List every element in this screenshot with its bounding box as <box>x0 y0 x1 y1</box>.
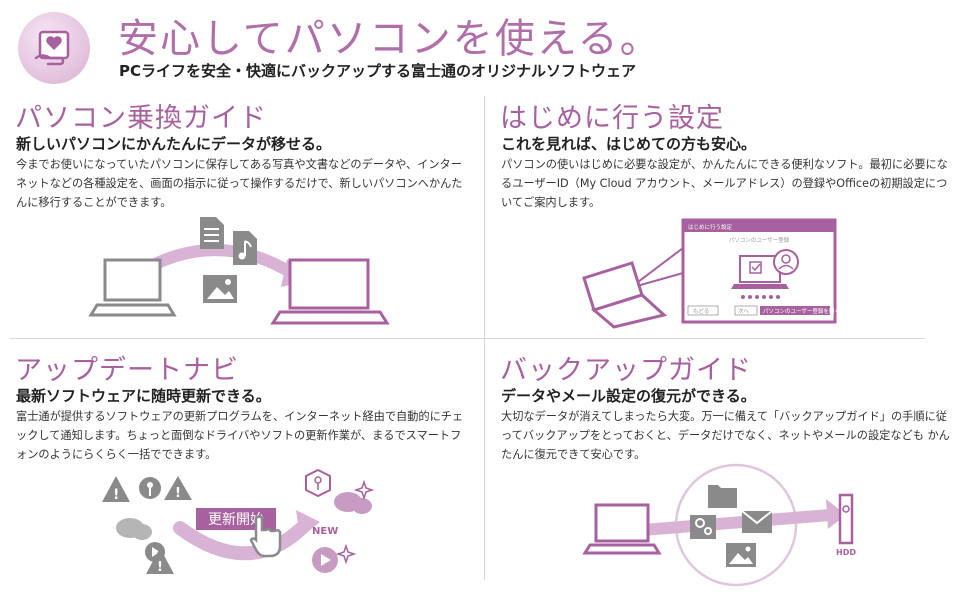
setup-window-title: はじめに行う設定 <box>688 223 733 231</box>
hdd-icon <box>838 493 854 545</box>
section-body-initial-setup: パソコンの使いはじめに必要な設定が、かんたんにできる便利なソフト。最初に必要にな… <box>501 158 948 209</box>
section-lead-transfer-guide: 新しいパソコンにかんたんにデータが移せる。 <box>16 135 332 153</box>
section-title-update-navi: アップデートナビ <box>15 355 239 386</box>
section-body-transfer-guide: 今までお使いになっていたパソコンに保存してある写真や文書などのデータや、インター… <box>16 158 463 209</box>
section-title-transfer-guide: パソコン乗換ガイド <box>15 103 267 134</box>
warning-icon-2 <box>164 476 192 500</box>
photo-icon <box>203 275 237 303</box>
heart-device-icon <box>34 30 70 66</box>
new-label: NEW <box>312 526 338 537</box>
transfer-illustration <box>88 217 390 325</box>
document-icon <box>200 217 224 249</box>
sparkle-icon-2 <box>335 543 357 565</box>
key-icon <box>139 477 161 499</box>
old-laptop-icon <box>88 258 177 317</box>
section-title-backup-guide: バックアップガイド <box>500 355 752 386</box>
setup-screen-heading: パソコンのユーザー登録 <box>729 236 790 244</box>
warning-icon <box>102 476 130 502</box>
hero-icon-badge <box>18 12 90 84</box>
hdd-label: HDD <box>836 548 856 557</box>
setup-illustration: はじめに行う設定 パソコンのユーザー登録 もどる 次へ パソコンのユーザー登録を… <box>582 218 840 329</box>
section-body-backup-guide: 大切なデータが消えてしまったら大変。万一に備えて「バックアップガイド」の手順に従… <box>501 410 950 461</box>
setup-next-button: 次へ <box>738 307 750 315</box>
sparkle-icon <box>353 479 375 501</box>
laptop-icon <box>582 503 662 555</box>
svg-text:!: ! <box>175 486 181 501</box>
small-laptop-icon <box>582 261 668 329</box>
section-lead-update-navi: 最新ソフトウェアに随時更新できる。 <box>16 387 271 405</box>
folder-icon <box>708 485 737 508</box>
update-illustration: ! ! ! 更新開始 NEW <box>102 468 375 575</box>
backup-illustration: HDD <box>582 463 856 587</box>
cloud-icon <box>116 518 152 540</box>
page-title: 安心してパソコンを使える。 <box>118 16 662 62</box>
setup-register-button: パソコンのユーザー登録を開く <box>763 307 840 315</box>
section-lead-backup-guide: データやメール設定の復元ができる。 <box>501 387 756 405</box>
page-subtitle: PCライフを安全・快適にバックアップする富士通のオリジナルソフトウェア <box>119 62 637 80</box>
music-file-icon <box>233 231 257 265</box>
section-title-initial-setup: はじめに行う設定 <box>500 103 724 134</box>
new-laptop-icon <box>270 258 390 325</box>
new-key-icon <box>305 468 331 498</box>
section-body-update-navi: 富士通が提供するソフトウェアの更新プログラムを、インターネット経由で自動的にチェ… <box>16 410 464 461</box>
section-divider-vertical <box>484 96 485 580</box>
new-cloud-icon <box>334 492 372 514</box>
svg-text:!: ! <box>113 487 119 503</box>
section-lead-initial-setup: これを見れば、はじめての方も安心。 <box>501 135 757 153</box>
section-divider-horizontal <box>10 338 925 339</box>
setup-back-button: もどる <box>693 307 709 315</box>
hand-cursor-icon <box>249 515 282 558</box>
warning-icon-3 <box>146 548 174 574</box>
update-start-label: 更新開始 <box>208 512 264 528</box>
svg-text:!: ! <box>157 560 163 575</box>
